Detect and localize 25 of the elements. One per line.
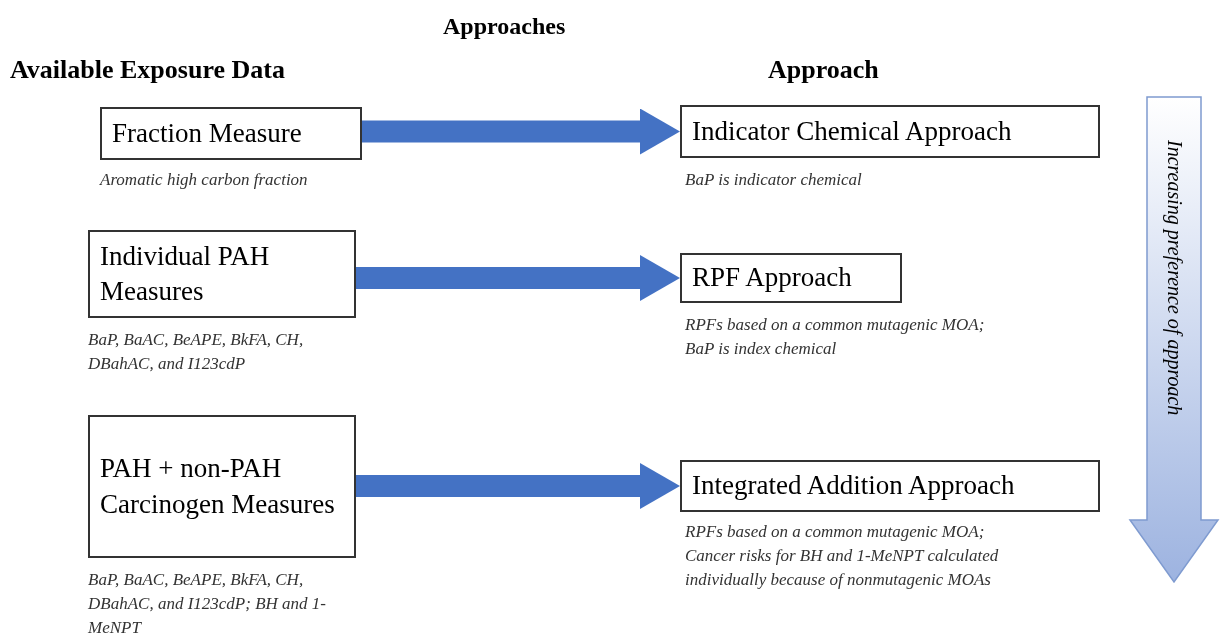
arrow [356,463,680,509]
column-heading: Available Exposure Data [10,54,285,86]
box-label: RPF Approach [692,261,853,295]
note-text: Aromatic high carbon fraction [100,169,309,191]
box-label: Integrated Addition Approach [692,469,1016,503]
arrow [356,255,680,301]
note-text: RPFs based on a common mutagenic MOA; Cancer risks for BH and 1-MeNPT calculated individually because of nonmutagenic MOAs [685,521,1000,591]
process-box [88,415,356,558]
process-box [680,460,1100,512]
process-box [100,107,362,160]
note-text: BaP, BaAC, BeAPE, BkFA, CH, DBahAC, and I123cdP; BH and 1-MeNPT [88,569,327,639]
axis-label: Increasing preference of approach [1162,140,1187,416]
box-label: Individual PAH Measures [100,239,271,308]
process-box [680,253,902,303]
box-label: Indicator Chemical Approach [692,114,1013,148]
process-box [88,230,356,318]
note-text: BaP, BaAC, BeAPE, BkFA, CH, DBahAC, and I123cdP [88,329,305,375]
note-text: RPFs based on a common mutagenic MOA; BaP is index chemical [685,314,986,360]
box-label: PAH + non-PAH Carcinogen Measures [100,452,336,521]
process-box [680,105,1100,158]
note-text: BaP is indicator chemical [685,169,863,191]
box-label: Fraction Measure [112,116,303,150]
column-heading: Approach [768,54,879,86]
arrow [362,108,680,155]
title: Approaches [443,12,566,41]
